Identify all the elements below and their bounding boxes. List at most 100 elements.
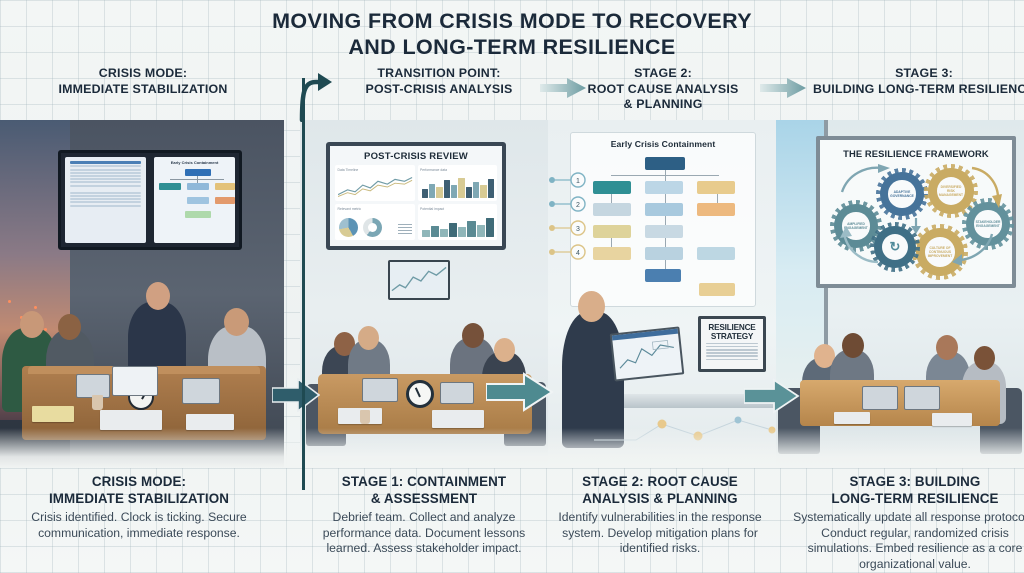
stage-header-row: CRISIS MODE: IMMEDIATE STABILIZATION TRA… bbox=[0, 64, 1024, 122]
caption-stage-3-title-line2: LONG-TERM RESILIENCE bbox=[831, 490, 999, 506]
panel3-monitor-title-line1: RESILIENCE bbox=[708, 323, 756, 332]
panel2-card-1-caption: Data Timeline bbox=[337, 167, 359, 172]
panel4-gear-adaptive-governance: ADAPTIVE GOVERNANCE bbox=[876, 168, 928, 220]
panel1-screen-title: Early Crisis Containment bbox=[170, 160, 219, 165]
caption-row: CRISIS MODE: IMMEDIATE STABILIZATION Cri… bbox=[0, 470, 1024, 573]
panel4-gear-culture-of-continuous-improvement: CULTURE OF CONTINUOUS IMPROVEMENT bbox=[912, 224, 968, 280]
stage-header-stage-2: STAGE 2: ROOT CAUSE ANALYSIS & PLANNING bbox=[560, 66, 766, 113]
stage-header-crisis-mode: CRISIS MODE: IMMEDIATE STABILIZATION bbox=[14, 66, 272, 97]
transition-divider-line bbox=[302, 78, 305, 490]
header-arrow-right-icon-3 bbox=[760, 78, 806, 98]
panel2-card-4-caption: Potential impact bbox=[420, 206, 445, 211]
panel2-card-2-caption: Performance data bbox=[420, 167, 447, 172]
panel4-gear-label-1: ADAPTIVE GOVERNANCE bbox=[890, 189, 914, 198]
panel3-flowchart-title: Early Crisis Containment bbox=[610, 139, 716, 149]
band-arrow-stage1-to-stage2-icon bbox=[486, 372, 554, 412]
panel3-person-analyst-head bbox=[578, 291, 605, 322]
stage-header-stage-2-line1: STAGE 2: bbox=[634, 66, 692, 80]
header-arrow-right-icon-2 bbox=[540, 78, 586, 98]
stage-header-crisis-mode-line1: CRISIS MODE: bbox=[98, 66, 188, 80]
panel2-pie-chart bbox=[339, 218, 358, 237]
panel2-dashboard-cards: Data Timeline Performance data bbox=[335, 165, 497, 240]
panel3-node-connectors: 1 2 3 4 bbox=[549, 172, 586, 260]
panel1-laptop-1 bbox=[76, 374, 110, 398]
panel3-tablet-screen bbox=[609, 326, 685, 382]
panel1-display-left-pane bbox=[65, 157, 146, 243]
panel4-framework-title: THE RESILIENCE FRAMEWORK bbox=[843, 148, 989, 159]
caption-stage-2-title-line1: STAGE 2: ROOT CAUSE bbox=[582, 474, 738, 489]
stage-header-stage-3: STAGE 3: BUILDING LONG-TERM RESILIENCE bbox=[790, 66, 1024, 97]
panel1-wall-display: Early Crisis Containment bbox=[58, 150, 242, 250]
panel4-gear-label-3: AMPLIFIED ENGAGEMENT bbox=[844, 221, 868, 230]
panel1-person-2-head bbox=[58, 314, 81, 340]
panel4-gear-label-2: DIVERSIFIED RISK MANAGEMENT bbox=[938, 184, 963, 197]
panel4-framework-board: THE RESILIENCE FRAMEWORK ADAPTIVE GOVERN… bbox=[816, 136, 1016, 288]
panel2-desk-monitor bbox=[388, 260, 450, 300]
caption-stage-2-body: Identify vulnerabilities in the response… bbox=[558, 510, 762, 555]
caption-stage-1: STAGE 1: CONTAINMENT & ASSESSMENT Debrie… bbox=[320, 474, 528, 557]
caption-crisis-mode-body: Crisis identified. Clock is ticking. Sec… bbox=[31, 510, 247, 540]
panel4-gear-label-5: CULTURE OF CONTINUOUS IMPROVEMENT bbox=[927, 246, 953, 258]
stage-header-crisis-mode-line2: IMMEDIATE STABILIZATION bbox=[58, 81, 228, 96]
caption-stage-1-title-line1: STAGE 1: CONTAINMENT bbox=[341, 474, 507, 489]
stage-header-stage-3-line1: STAGE 3: bbox=[895, 66, 953, 80]
panel-crisis-mode-illustration: Early Crisis Containment bbox=[0, 120, 284, 468]
title-line-1: MOVING FROM CRISIS MODE TO RECOVERY bbox=[272, 9, 752, 33]
caption-stage-2-title-line2: ANALYSIS & PLANNING bbox=[582, 490, 738, 506]
panel2-laptop-right bbox=[440, 382, 474, 404]
caption-stage-3: STAGE 3: BUILDING LONG-TERM RESILIENCE S… bbox=[790, 474, 1024, 572]
caption-stage-3-title-line1: STAGE 3: BUILDING bbox=[849, 474, 981, 489]
stage-header-transition-point-line2: POST-CRISIS ANALYSIS bbox=[365, 81, 513, 96]
panel4-document-right bbox=[932, 413, 972, 426]
panel3-network-decoration bbox=[594, 416, 776, 441]
panel4-gear-center-refresh: ↻ bbox=[870, 222, 920, 272]
panel4-person-1-head bbox=[814, 344, 835, 368]
panel-post-crisis-review-illustration: POST-CRISIS REVIEW Data Timeline Perform… bbox=[300, 120, 550, 468]
panel2-laptop-left bbox=[362, 378, 398, 402]
panel1-person-4-head bbox=[224, 308, 249, 336]
caption-stage-1-title-line2: & ASSESSMENT bbox=[370, 490, 478, 506]
title-line-2: AND LONG-TERM RESILIENCE bbox=[348, 35, 676, 59]
stage-header-stage-2-line3: & PLANNING bbox=[623, 97, 703, 111]
panel2-person-2-head bbox=[358, 326, 379, 350]
panel2-card-bar-chart-1: Performance data bbox=[417, 165, 497, 201]
panel3-desk bbox=[588, 394, 776, 408]
caption-stage-3-body: Systematically update all response proto… bbox=[793, 510, 1024, 571]
panel4-gear-diversified-risk-management: DIVERSIFIED RISK MANAGEMENT bbox=[924, 164, 978, 218]
panel1-person-1-head bbox=[20, 311, 44, 338]
panel4-document-left bbox=[834, 412, 870, 424]
panel1-display-right-pane: Early Crisis Containment bbox=[154, 157, 235, 243]
panel3-node-number-1: 1 bbox=[576, 178, 580, 185]
panel1-laptop-2 bbox=[112, 366, 158, 396]
panel4-person-4-head bbox=[974, 346, 995, 370]
caption-crisis-mode-title-line1: CRISIS MODE: bbox=[91, 474, 187, 489]
panel3-resilience-strategy-monitor: RESILIENCE STRATEGY bbox=[698, 316, 766, 372]
panel2-dashboard-screen: POST-CRISIS REVIEW Data Timeline Perform… bbox=[326, 142, 506, 250]
panel2-card-bar-chart-2: Potential impact bbox=[417, 204, 497, 240]
caption-stage-2: STAGE 2: ROOT CAUSE ANALYSIS & PLANNING … bbox=[556, 474, 764, 557]
panel2-person-1-head bbox=[334, 332, 355, 356]
panel1-coffee-cup bbox=[92, 395, 103, 410]
stage-header-transition-point: TRANSITION POINT: POST-CRISIS ANALYSIS bbox=[336, 66, 542, 97]
stage-header-stage-2-line2: ROOT CAUSE ANALYSIS bbox=[587, 81, 739, 96]
curved-transition-arrow-icon bbox=[299, 73, 332, 122]
panel1-document-1 bbox=[32, 406, 74, 422]
panel2-dashboard-title: POST-CRISIS REVIEW bbox=[364, 151, 468, 162]
caption-crisis-mode-title-line2: IMMEDIATE STABILIZATION bbox=[48, 490, 230, 506]
page-title: MOVING FROM CRISIS MODE TO RECOVERY AND … bbox=[0, 8, 1024, 60]
band-arrow-crisis-to-stage1-icon bbox=[272, 378, 320, 412]
panel3-node-number-4: 4 bbox=[576, 250, 580, 257]
panel2-document-right bbox=[432, 410, 484, 428]
panel1-document-2 bbox=[100, 410, 162, 430]
caption-stage-1-body: Debrief team. Collect and analyze perfor… bbox=[322, 510, 526, 555]
panel2-person-4-head bbox=[494, 338, 515, 362]
panel3-node-number-2: 2 bbox=[576, 202, 580, 209]
panel4-gear-stakeholder-engagement: STAKEHOLDER ENGAGEMENT bbox=[962, 198, 1014, 250]
panel1-person-standing-head bbox=[146, 282, 170, 310]
band-arrow-stage2-to-stage3-icon bbox=[744, 378, 800, 414]
stage-header-transition-point-line1: TRANSITION POINT: bbox=[377, 66, 501, 80]
panel1-document-3 bbox=[186, 414, 234, 430]
panel2-coffee-cup bbox=[360, 410, 370, 424]
panel4-person-3-head bbox=[936, 335, 958, 360]
